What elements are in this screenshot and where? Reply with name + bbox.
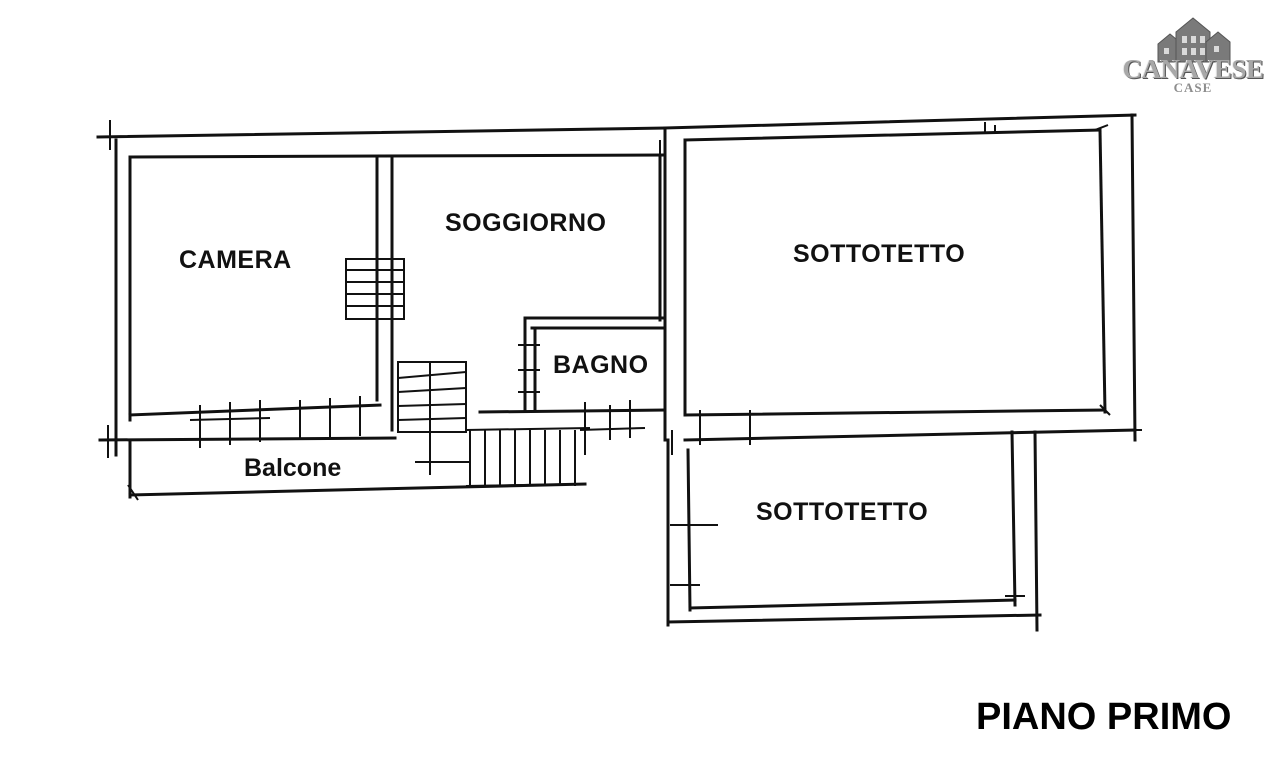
- room-label-balcone: Balcone: [244, 454, 342, 482]
- room-label-soggiorno: SOGGIORNO: [445, 209, 607, 237]
- brand-logo: CANAVESE CASE: [1118, 14, 1268, 100]
- logo-wordmark: CANAVESE: [1122, 54, 1264, 84]
- stairs: [189, 258, 646, 487]
- room-label-sottotetto-lower: SOTTOTETTO: [756, 498, 929, 526]
- houses-icon: [1157, 17, 1231, 63]
- logo-subtitle: CASE: [1173, 80, 1213, 95]
- room-label-bagno: BAGNO: [553, 351, 649, 379]
- floor-title: PIANO PRIMO: [976, 696, 1232, 738]
- room-label-camera: CAMERA: [179, 246, 292, 274]
- dimension-ticks: [107, 120, 1142, 597]
- room-label-sottotetto-main: SOTTOTETTO: [793, 240, 966, 268]
